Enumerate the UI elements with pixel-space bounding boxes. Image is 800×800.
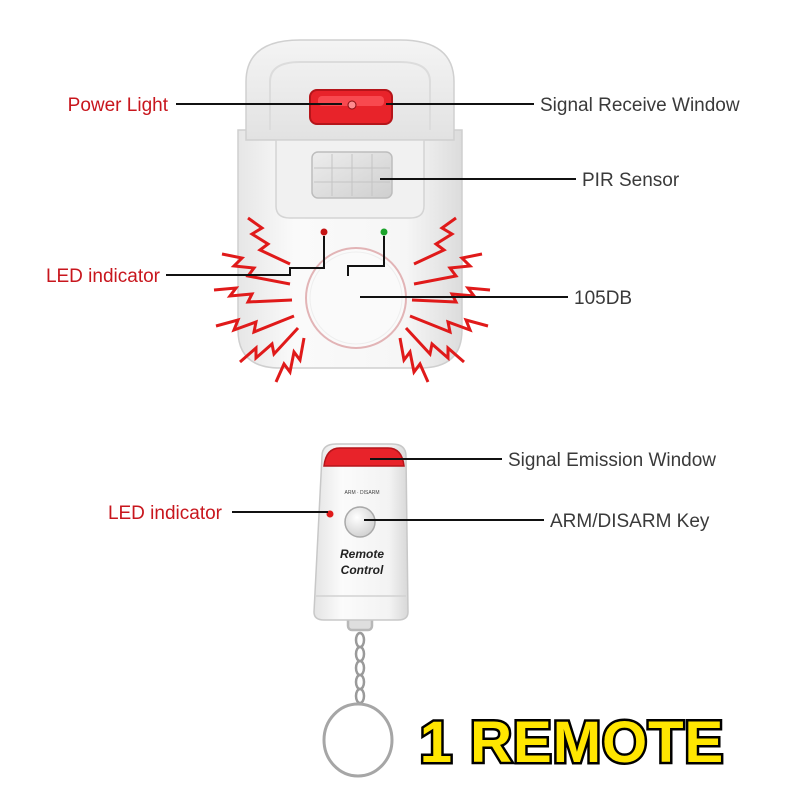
pointer-led-indicator-sensor-green [347, 236, 385, 276]
label-105db: 105DB [574, 288, 632, 309]
label-led-indicator-remote: LED indicator [108, 503, 223, 524]
remote-led [326, 510, 334, 518]
label-signal-emission-window: Signal Emission Window [508, 450, 716, 471]
cap-inner-arch [269, 61, 431, 130]
arm-disarm-button[interactable] [344, 506, 376, 538]
green-led [380, 228, 388, 236]
label-pir-sensor: PIR Sensor [582, 170, 680, 191]
label-arm-disarm-key: ARM/DISARM Key [550, 511, 710, 532]
red-led [320, 228, 328, 236]
pointer-lines [166, 103, 576, 521]
badge-1-remote: 1 REMOTE [420, 710, 725, 775]
power-light-dot [347, 100, 357, 110]
label-led-indicator-sensor: LED indicator [46, 266, 161, 287]
label-power-light: Power Light [68, 95, 169, 116]
remote-face-text-line2: Control [341, 563, 384, 577]
remote-control: ARM · DISARM Remote Control [313, 443, 409, 778]
signal-emission-window-lens [323, 447, 405, 467]
remote-key-caption: ARM · DISARM [345, 490, 380, 496]
sound-burst-right [398, 216, 491, 383]
label-signal-receive-window: Signal Receive Window [540, 95, 740, 116]
sound-burst-left [213, 216, 306, 383]
key-chain [322, 614, 394, 778]
motion-sensor-unit [237, 39, 463, 369]
pointer-led-indicator-sensor [166, 236, 325, 276]
pir-lens-facets [314, 154, 390, 196]
remote-face-text-line1: Remote [340, 547, 384, 561]
